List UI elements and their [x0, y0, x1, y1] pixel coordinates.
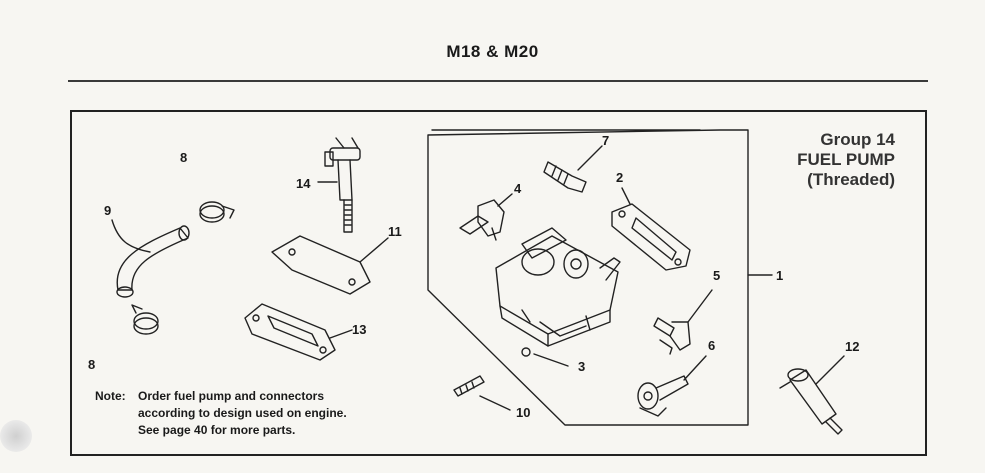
- header-rule: [68, 80, 928, 82]
- leader-6: [683, 355, 707, 381]
- note-line-3: See page 40 for more parts.: [138, 423, 296, 437]
- callout-8-bottom: 8: [88, 357, 96, 372]
- leader-11: [359, 237, 389, 263]
- note-label: Note:: [95, 389, 126, 403]
- fuel-valve-part: [324, 137, 361, 233]
- elbow-fitting-5-part: [653, 317, 691, 355]
- pump-gasket-part: [611, 203, 691, 271]
- leader-10: [479, 395, 511, 411]
- hose-clamp-lower: [131, 304, 159, 335]
- callout-10: 10: [516, 405, 531, 420]
- leader-12: [815, 355, 845, 385]
- o-ring-part: [521, 347, 531, 357]
- leader-7: [577, 145, 603, 171]
- hose-clamp-upper: [199, 201, 235, 223]
- fuel-hose-part: [116, 227, 189, 291]
- kit-outline: [427, 129, 749, 426]
- elbow-fitting-part: [459, 199, 505, 241]
- callout-13: 13: [352, 322, 367, 337]
- callout-4: 4: [514, 181, 522, 196]
- callout-7: 7: [602, 133, 610, 148]
- leader-9: [111, 219, 151, 253]
- callout-8-top: 8: [180, 150, 188, 165]
- callout-12: 12: [845, 339, 860, 354]
- leader-4: [497, 193, 513, 207]
- screw-part: [453, 375, 485, 397]
- note-line-1: Order fuel pump and connectors: [138, 389, 325, 403]
- callout-9: 9: [104, 203, 112, 218]
- group-title: Group 14 FUEL PUMP (Threaded): [760, 130, 895, 190]
- fuel-filter-part: [779, 368, 843, 435]
- callout-2: 2: [616, 170, 624, 185]
- group-number: Group 14: [820, 130, 895, 149]
- leader-2: [621, 187, 631, 205]
- callout-1: 1: [776, 268, 784, 283]
- banjo-fitting-part: [637, 375, 689, 417]
- group-name: FUEL PUMP: [797, 150, 895, 169]
- window-gasket-part: [244, 303, 336, 361]
- leader-3: [533, 353, 569, 367]
- binder-punch-hole: [0, 420, 32, 452]
- note-line-2: according to design used on engine.: [138, 406, 347, 420]
- leader-5: [687, 289, 713, 323]
- diagram-frame: [70, 110, 927, 456]
- hose-nipple-part: [543, 161, 587, 193]
- callout-6: 6: [708, 338, 716, 353]
- callout-3: 3: [578, 359, 586, 374]
- leader-13: [329, 329, 353, 339]
- fuel-pump-body: [495, 227, 621, 347]
- group-variant: (Threaded): [807, 170, 895, 189]
- callout-11: 11: [388, 224, 402, 239]
- blank-gasket-part: [271, 235, 371, 295]
- page-title: M18 & M20: [446, 42, 539, 61]
- callout-5: 5: [713, 268, 721, 283]
- callout-14: 14: [296, 176, 311, 191]
